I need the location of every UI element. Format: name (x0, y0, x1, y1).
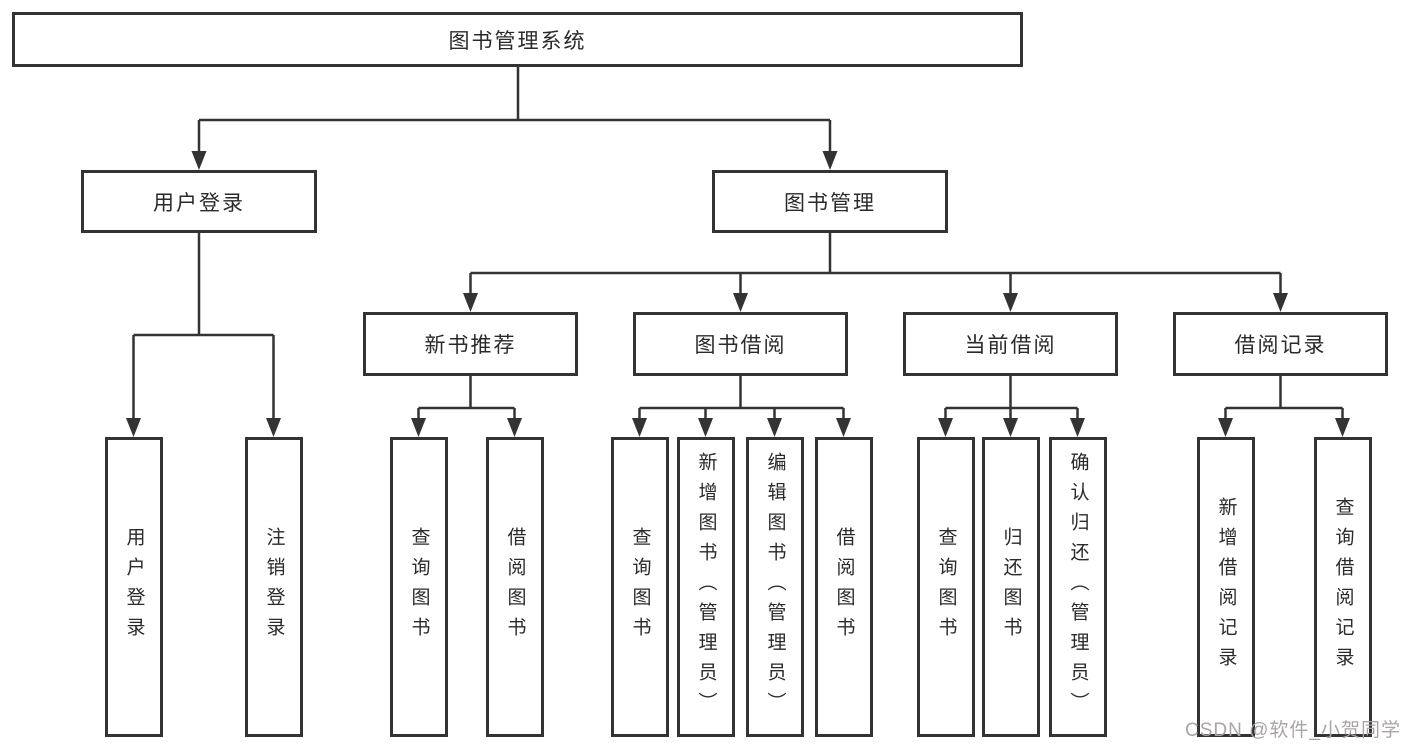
leaf-cb-return-book: 归还图书 (982, 437, 1040, 737)
leaf-cb-return-book-label: 归还图书 (1000, 527, 1022, 647)
arrowhead (1003, 293, 1018, 312)
leaf-nb-query-book: 查询图书 (390, 437, 448, 737)
watermark-text: CSDN @软件_小贺同学 (1185, 720, 1401, 741)
leaf-br-add-record: 新增借阅记录 (1197, 437, 1255, 737)
node-borrow-record: 借阅记录 (1173, 312, 1388, 376)
arrowhead (1273, 293, 1288, 312)
leaf-bb-add-book: 新增图书（管理员） (677, 437, 735, 737)
node-system-root: 图书管理系统 (12, 12, 1023, 67)
node-new-book-recommend: 新书推荐 (363, 312, 578, 376)
leaf-bb-edit-book: 编辑图书（管理员） (746, 437, 804, 737)
node-user-login: 用户登录 (81, 170, 317, 233)
arrowhead (1335, 418, 1350, 437)
node-book-borrow: 图书借阅 (633, 312, 848, 376)
node-new-book-recommend-label: 新书推荐 (424, 334, 517, 357)
leaf-user-login-label: 用户登录 (123, 527, 145, 647)
leaf-bb-borrow-book-label: 借阅图书 (833, 527, 855, 647)
node-borrow-record-label: 借阅记录 (1234, 334, 1327, 357)
arrowhead (836, 418, 851, 437)
leaf-br-query-record-label: 查询借阅记录 (1332, 497, 1354, 677)
arrowhead (822, 151, 838, 170)
leaf-br-query-record: 查询借阅记录 (1314, 437, 1372, 737)
leaf-cb-confirm-return-label: 确认归还（管理员） (1067, 452, 1089, 722)
arrowhead (507, 418, 522, 437)
node-user-login-label: 用户登录 (153, 191, 245, 215)
arrowhead (938, 418, 953, 437)
leaf-bb-borrow-book: 借阅图书 (815, 437, 873, 737)
arrowhead (698, 418, 713, 437)
node-current-borrow: 当前借阅 (903, 312, 1118, 376)
arrowhead (191, 151, 207, 170)
arrowhead (1070, 418, 1085, 437)
node-book-borrow-label: 图书借阅 (694, 334, 787, 357)
node-book-management: 图书管理 (712, 170, 948, 233)
leaf-nb-borrow-book-label: 借阅图书 (504, 527, 526, 647)
leaf-cb-confirm-return: 确认归还（管理员） (1049, 437, 1107, 737)
node-book-management-label: 图书管理 (784, 191, 876, 215)
leaf-logout-label: 注销登录 (263, 527, 285, 647)
leaf-logout: 注销登录 (245, 437, 303, 737)
node-system-root-label: 图书管理系统 (448, 29, 587, 53)
leaf-cb-query-book-label: 查询图书 (935, 527, 957, 647)
leaf-bb-add-book-label: 新增图书（管理员） (695, 452, 717, 722)
arrowhead (411, 418, 426, 437)
node-current-borrow-label: 当前借阅 (964, 334, 1057, 357)
connector-lines (132, 67, 1344, 421)
leaf-bb-query-book: 查询图书 (611, 437, 669, 737)
arrowhead (1003, 418, 1018, 437)
arrowhead (266, 418, 281, 437)
arrowhead (632, 418, 647, 437)
leaf-cb-query-book: 查询图书 (917, 437, 975, 737)
leaf-nb-borrow-book: 借阅图书 (486, 437, 544, 737)
arrowhead (767, 418, 782, 437)
arrowhead (463, 293, 478, 312)
arrowhead (1218, 418, 1233, 437)
leaf-nb-query-book-label: 查询图书 (408, 527, 430, 647)
leaf-bb-edit-book-label: 编辑图书（管理员） (764, 452, 786, 722)
arrowhead (126, 418, 141, 437)
leaf-br-add-record-label: 新增借阅记录 (1215, 497, 1237, 677)
arrowhead (733, 293, 748, 312)
leaf-bb-query-book-label: 查询图书 (629, 527, 651, 647)
leaf-user-login: 用户登录 (105, 437, 163, 737)
